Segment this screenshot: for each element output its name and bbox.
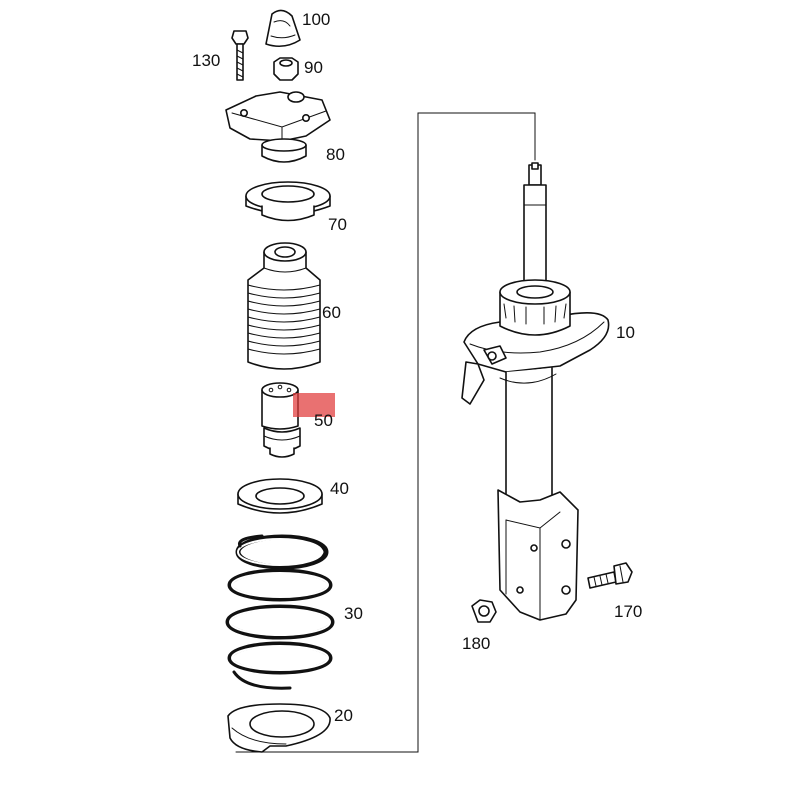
bump-stop (261, 382, 335, 458)
highlight-marker (293, 393, 335, 417)
label-80: 80 (326, 145, 345, 164)
bolt (231, 30, 249, 81)
upper-spring-seat (237, 478, 323, 514)
label-70: 70 (328, 215, 347, 234)
label-60: 60 (322, 303, 341, 322)
label-90: 90 (304, 58, 323, 77)
cap (265, 9, 301, 48)
label-170: 170 (614, 602, 642, 621)
lower-spring-pad (227, 703, 331, 753)
label-130: 130 (192, 51, 220, 70)
top-mount (225, 91, 331, 163)
label-180: 180 (462, 634, 490, 653)
label-10: 10 (616, 323, 635, 342)
strut-assembly (461, 162, 610, 621)
hex-nut (471, 599, 497, 623)
label-40: 40 (330, 479, 349, 498)
dust-boot (247, 242, 321, 370)
nut (273, 57, 299, 81)
label-20: 20 (334, 706, 353, 725)
bearing (245, 181, 331, 222)
mounting-bolt (587, 562, 633, 589)
label-100: 100 (302, 10, 330, 29)
coil-spring (225, 534, 335, 690)
label-30: 30 (344, 604, 363, 623)
label-50: 50 (314, 411, 333, 430)
assembly-bracket-line (235, 112, 536, 753)
